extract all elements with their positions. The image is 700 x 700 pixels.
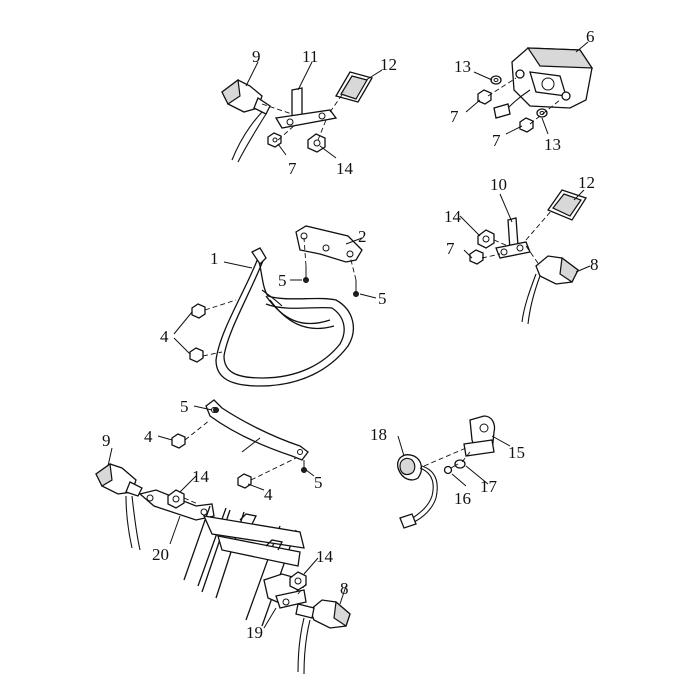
label-part-7-top-left: 7 — [288, 159, 297, 178]
nut-4-upper — [191, 303, 206, 319]
nut-4-lower — [189, 347, 204, 363]
front-fork — [183, 505, 305, 627]
headlight-cowl-assembly — [189, 225, 363, 387]
washer-17 — [454, 459, 466, 469]
front-left-turn-signal-assembly — [221, 71, 373, 163]
stay-3 — [205, 399, 309, 461]
label-part-1: 1 — [210, 249, 219, 268]
reflector-12-middle — [547, 189, 587, 221]
label-part-11: 11 — [302, 47, 318, 66]
license-light-18 — [397, 454, 438, 529]
label-part-4-middle: 4 — [144, 427, 153, 446]
nut-4-middle-right — [237, 473, 252, 489]
label-part-7-middle: 7 — [446, 239, 455, 258]
label-part-20: 20 — [152, 545, 169, 564]
label-part-14-bottom-right: 14 — [316, 547, 334, 566]
nut-14-top-left — [307, 133, 326, 153]
label-part-19: 19 — [246, 623, 263, 642]
label-part-12-top: 12 — [380, 55, 397, 74]
label-part-5-stay-right: 5 — [314, 473, 323, 492]
label-part-12-middle: 12 — [578, 173, 595, 192]
label-part-15: 15 — [508, 443, 525, 462]
label-part-14-middle: 14 — [444, 207, 462, 226]
front-fork-turn-signal-assembly — [95, 462, 351, 675]
label-part-7-top-right-lower: 7 — [492, 131, 501, 150]
screw-16 — [443, 463, 459, 475]
screw-5-middle-right — [301, 460, 307, 473]
nut-14-bottom-left — [167, 489, 185, 509]
label-part-8-bottom: 8 — [340, 579, 349, 598]
part-number-labels: 1 2 4 4 4 5 5 5 5 6 7 7 7 7 8 8 9 9 10 1… — [102, 27, 599, 642]
rear-right-turn-signal-assembly — [469, 189, 587, 325]
label-part-5-center: 5 — [278, 271, 287, 290]
label-part-16: 16 — [454, 489, 471, 508]
label-part-4-upper: 4 — [160, 327, 169, 346]
label-part-7-top-right-upper: 7 — [450, 107, 459, 126]
nut-7-middle — [469, 249, 484, 265]
label-part-5-stay-left: 5 — [180, 397, 189, 416]
lower-stay-assembly — [171, 399, 309, 489]
label-part-4-lower: 4 — [264, 485, 273, 504]
label-part-8-middle: 8 — [590, 255, 599, 274]
label-part-10: 10 — [490, 175, 507, 194]
screw-5-right — [353, 280, 359, 297]
nut-14-middle — [477, 229, 495, 249]
screw-5-middle-left — [213, 407, 219, 413]
label-part-18: 18 — [370, 425, 387, 444]
turn-signal-8-middle — [521, 255, 579, 325]
nut-7-top-left — [267, 132, 282, 148]
bracket-2 — [295, 225, 363, 263]
nut-14-bottom-right — [289, 571, 307, 591]
license-light-assembly — [397, 415, 496, 529]
nut-7-upper-right — [477, 89, 492, 105]
screw-5-top — [303, 266, 309, 283]
turn-signal-9-bottom — [95, 462, 143, 551]
leader-lines — [107, 41, 591, 629]
bracket-11 — [274, 87, 338, 129]
washer-13-lower — [536, 108, 548, 118]
nut-4-middle-left — [171, 433, 186, 449]
label-part-6: 6 — [586, 27, 595, 46]
label-part-17: 17 — [480, 477, 498, 496]
turn-signal-9-top — [221, 78, 271, 163]
label-part-14-bottom-left: 14 — [192, 467, 210, 486]
cowl-1 — [215, 247, 354, 387]
label-part-13-lower: 13 — [544, 135, 561, 154]
bracket-15 — [463, 415, 496, 457]
nut-7-lower-right — [519, 117, 534, 133]
label-part-13-upper: 13 — [454, 57, 471, 76]
reflector-12-top — [335, 71, 373, 103]
label-part-5-right: 5 — [378, 289, 387, 308]
tail-light-6 — [511, 47, 594, 109]
label-part-14-top: 14 — [336, 159, 354, 178]
washer-13-upper — [490, 75, 502, 85]
label-part-2: 2 — [358, 227, 367, 246]
turn-signal-8-bottom — [295, 599, 351, 675]
label-part-9-top: 9 — [252, 47, 261, 66]
bracket-10 — [495, 217, 531, 259]
tail-light-assembly — [477, 47, 594, 133]
label-part-9-bottom: 9 — [102, 431, 111, 450]
